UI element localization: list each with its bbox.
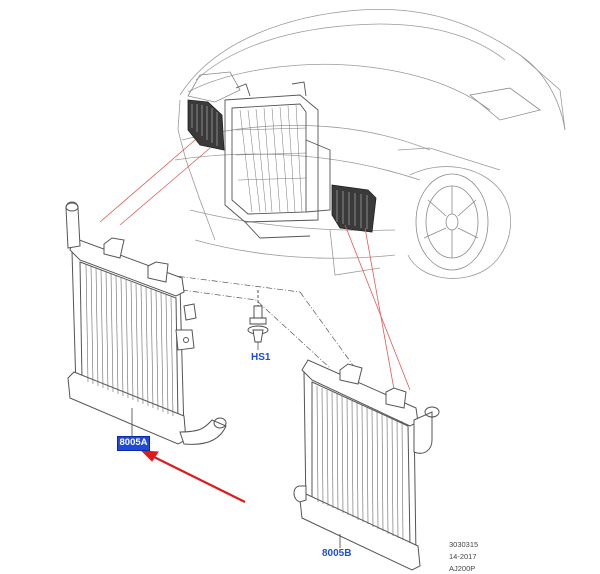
red-arrow	[140, 450, 246, 503]
cooler-8005b	[293, 359, 440, 571]
bolt-hs1	[247, 290, 269, 350]
assembly-lines	[167, 274, 356, 369]
reference-code-2: 14-2017	[449, 552, 477, 561]
leader-lines-red	[99, 139, 411, 396]
callout-hs1: HS1	[251, 352, 271, 363]
reference-code-3: AJ200P	[449, 564, 476, 573]
callout-8005a: 8005A	[117, 436, 150, 451]
vehicle-front-outline	[174, 8, 566, 279]
front-radiator-pack	[224, 81, 331, 239]
cooler-8005b-fins	[316, 385, 404, 541]
front-wheel	[415, 173, 489, 271]
callout-8005b: 8005B	[322, 548, 352, 559]
cooler-8005a	[65, 201, 227, 445]
installed-cooler-right	[331, 184, 377, 233]
radiator-fins	[235, 104, 307, 213]
installed-cooler-left	[187, 99, 225, 151]
reference-code-1: 3030315	[449, 540, 479, 549]
headlamp	[187, 71, 541, 121]
cooler-8005a-fins	[85, 263, 174, 417]
